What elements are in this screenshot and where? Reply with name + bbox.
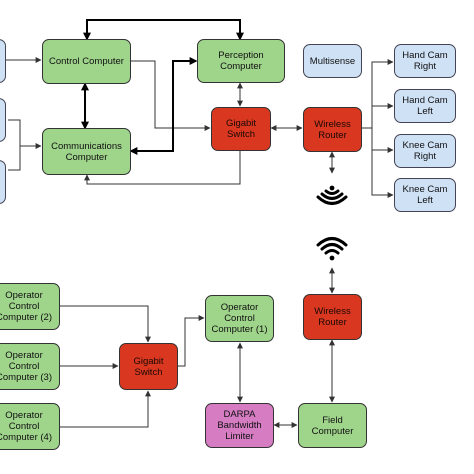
hand-cam-right-node: Hand Cam Right [394,44,456,78]
thick-connectors-top [81,19,244,155]
wireless-router-top-node: Wireless Router [303,107,362,152]
knee-cam-right-node: Knee Cam Right [394,134,456,168]
hand-cam-left-node: Hand Cam Left [394,89,456,123]
thin-connectors-bottom [60,267,335,428]
gigabit-switch-bottom-node: Gigabit Switch [119,343,178,390]
offscreen-node-edge [0,39,6,83]
field-computer-node: Field Computer [298,403,367,448]
multisense-node: Multisense [303,44,362,78]
wifi-icon [316,185,348,205]
darpa-bandwidth-limiter-node: DARPA Bandwidth Limiter [205,403,274,448]
operator-control-computer-3-node: Operator Control Computer (3) [0,343,60,390]
wireless-router-bottom-node: Wireless Router [303,294,362,340]
operator-control-computer-2-node: Operator Control Computer (2) [0,283,60,330]
offscreen-node-edge [0,98,6,142]
operator-control-computer-4-node: Operator Control Computer (4) [0,403,60,450]
communications-computer-node: Communications Computer [42,128,131,175]
wifi-icon [316,237,348,261]
operator-control-computer-1-node: Operator Control Computer (1) [205,295,274,342]
offscreen-node-edge [0,160,6,204]
knee-cam-left-node: Knee Cam Left [394,178,456,212]
gigabit-switch-top-node: Gigabit Switch [211,107,271,151]
perception-computer-node: Perception Computer [197,39,285,83]
control-computer-node: Control Computer [42,39,131,84]
